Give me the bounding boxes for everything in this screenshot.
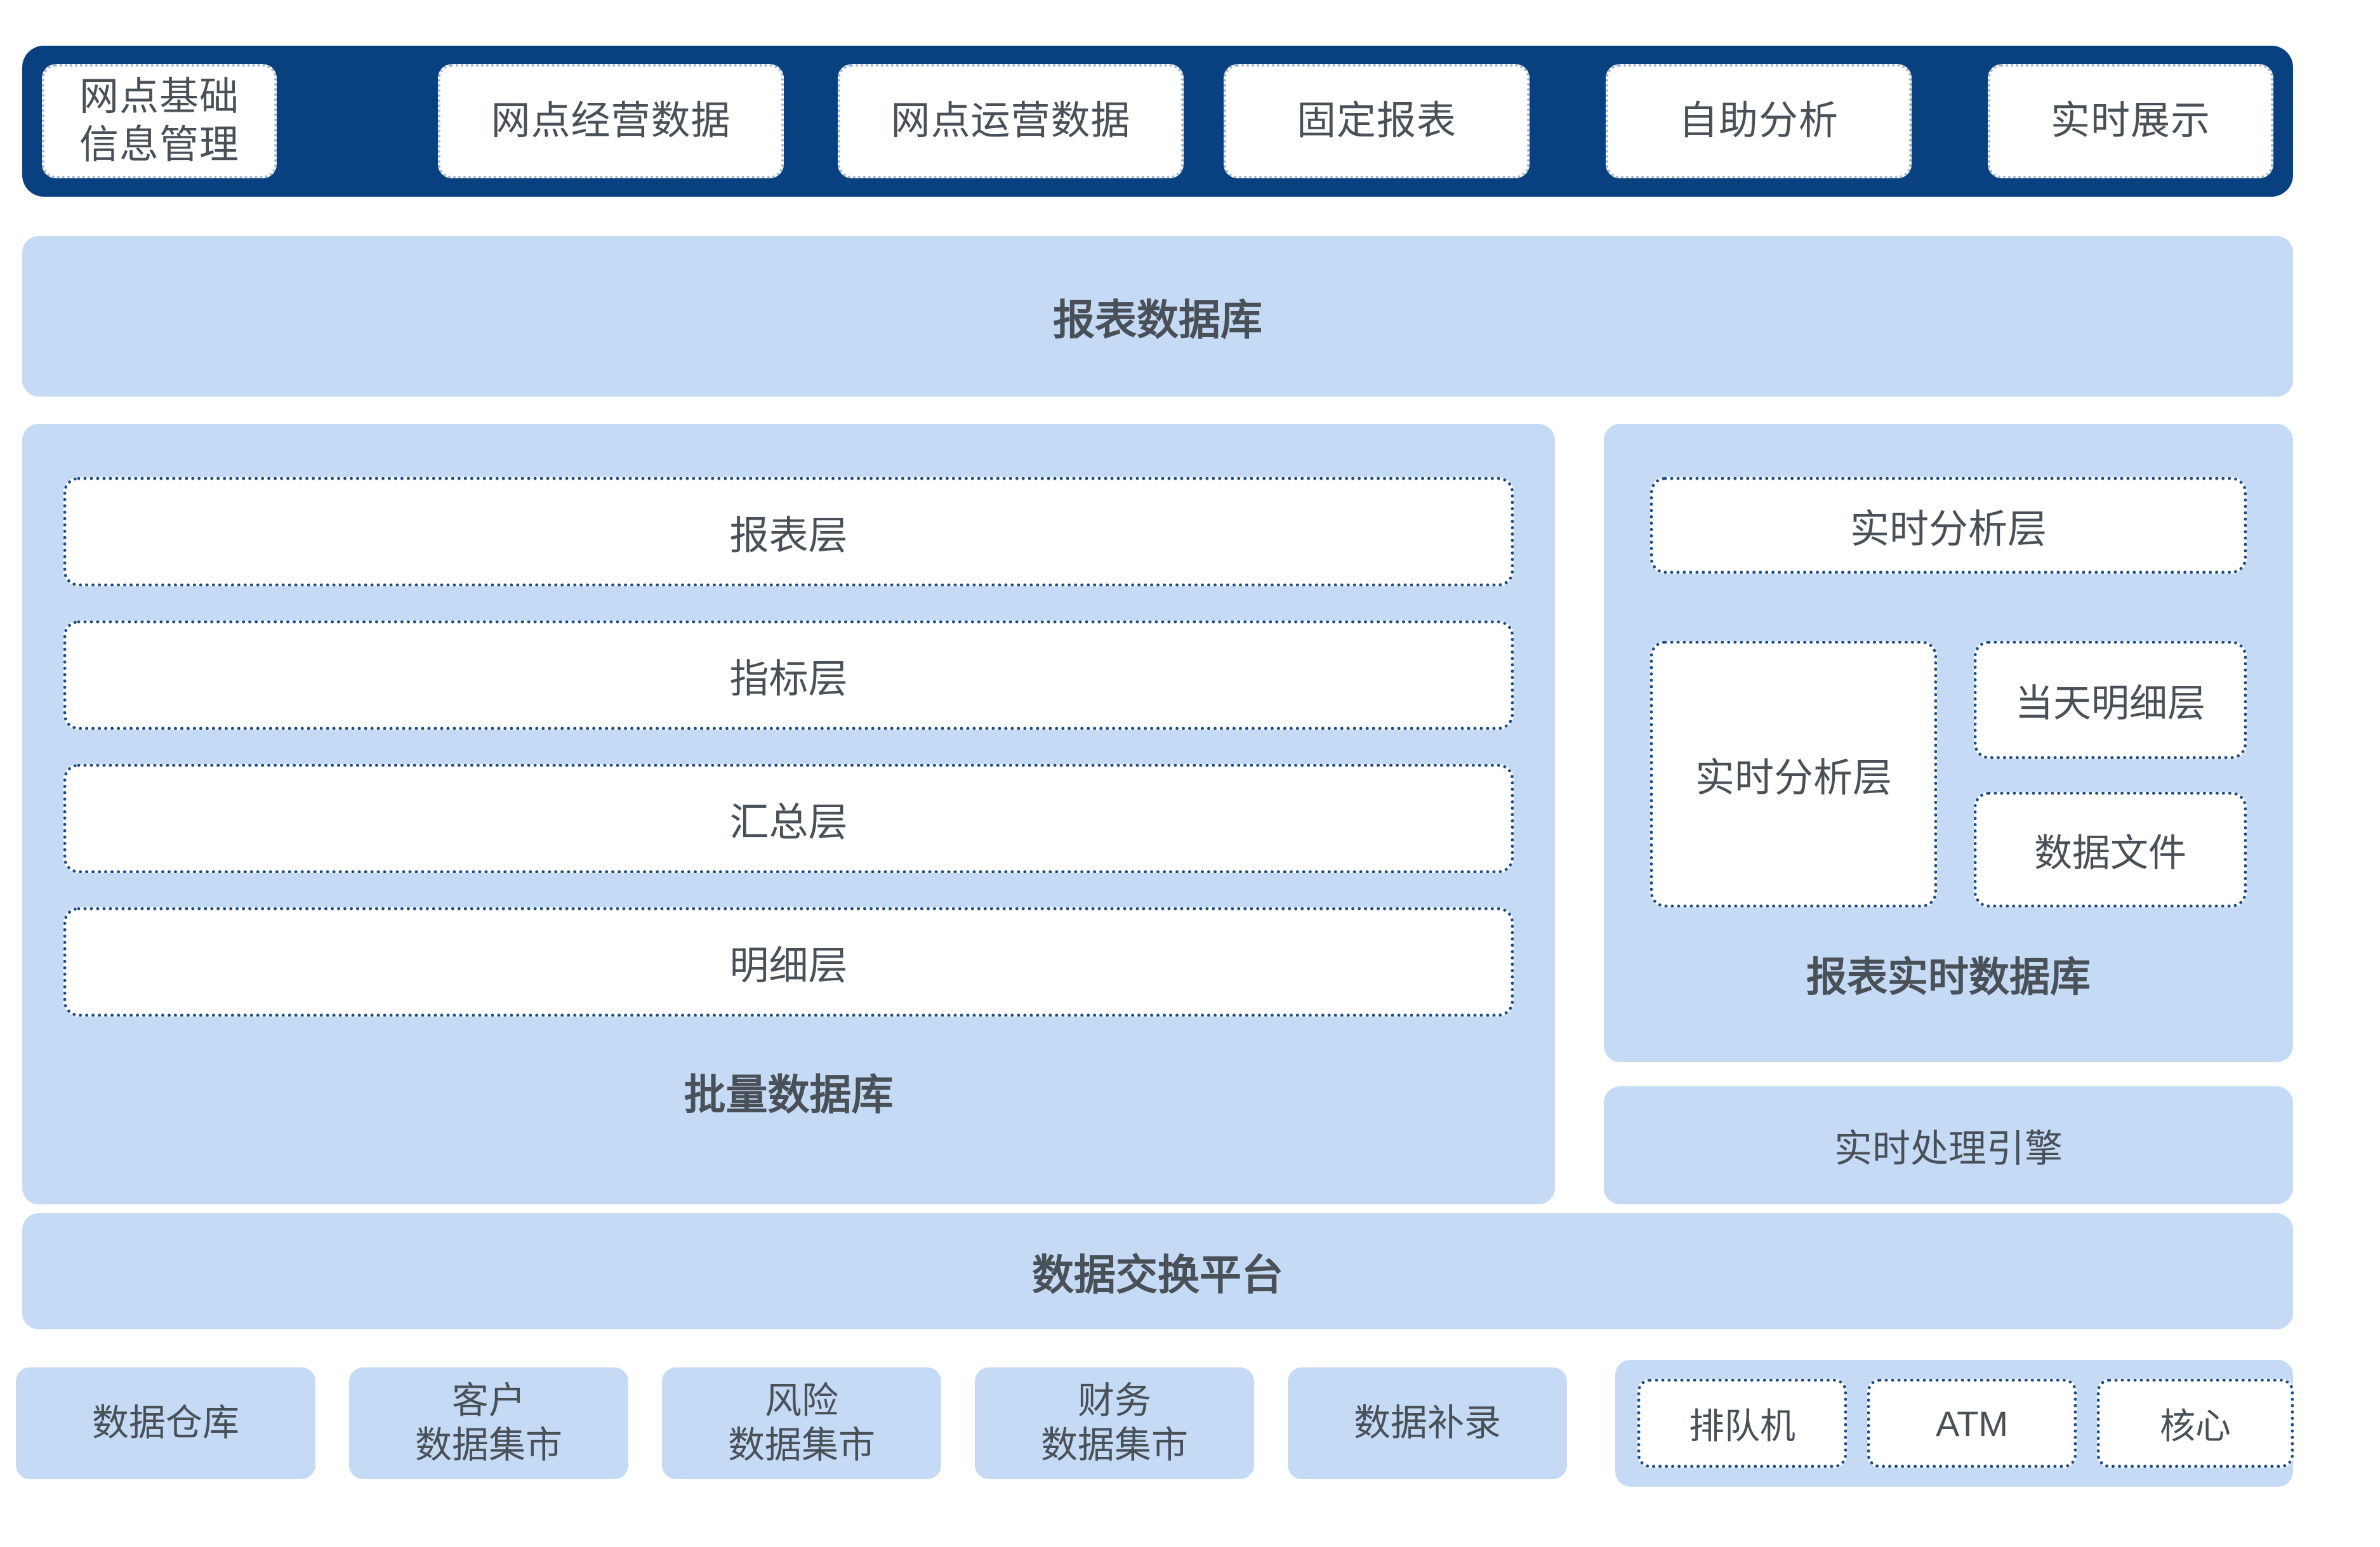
source-box-label-line2: 数据集市 — [1040, 1425, 1188, 1466]
source-box-label-line1: 客户 — [451, 1380, 526, 1422]
batch-layer-label: 报表层 — [729, 514, 848, 558]
realtime-data-file-label: 数据文件 — [2034, 831, 2186, 874]
realtime-database-title-text: 报表实时数据库 — [1806, 954, 2091, 1000]
source-box-data-supplement[interactable]: 数据补录 — [1288, 1367, 1567, 1479]
source-box-label-line1: 风险 — [764, 1380, 838, 1422]
source-box-label-line1: 财务 — [1077, 1380, 1151, 1422]
nav-item-label: 自助分析 — [1678, 99, 1839, 143]
nav-item-branch-operation-data[interactable]: 网点运营数据 — [838, 64, 1184, 178]
realtime-analysis-layer-left-label: 实时分析层 — [1695, 756, 1892, 800]
realtime-processing-engine-panel: 实时处理引擎 — [1604, 1086, 2293, 1204]
realtime-today-detail-layer-label: 当天明细层 — [2015, 681, 2205, 725]
source-box-finance-data-mart[interactable]: 财务 数据集市 — [975, 1367, 1254, 1479]
batch-layer-label: 明细层 — [729, 944, 848, 988]
batch-database-title-text: 批量数据库 — [684, 1071, 894, 1118]
batch-layer-summary[interactable]: 汇总层 — [63, 764, 1514, 873]
report-database-band: 报表数据库 — [22, 236, 2293, 397]
batch-layer-metric[interactable]: 指标层 — [63, 621, 1514, 730]
nav-item-self-service-analysis[interactable]: 自助分析 — [1606, 64, 1912, 178]
nav-item-realtime-display[interactable]: 实时展示 — [1988, 64, 2273, 178]
realtime-analysis-layer-top[interactable]: 实时分析层 — [1650, 477, 2247, 574]
batch-layer-label: 汇总层 — [729, 801, 848, 845]
channel-box-label: ATM — [1935, 1403, 2009, 1444]
channel-box-label: 核心 — [2160, 1405, 2231, 1446]
channel-box-atm[interactable]: ATM — [1867, 1379, 2077, 1468]
batch-layer-label: 指标层 — [729, 657, 848, 701]
realtime-analysis-layer-left[interactable]: 实时分析层 — [1650, 641, 1937, 907]
batch-layer-detail[interactable]: 明细层 — [63, 907, 1514, 1017]
source-box-label-line1: 数据补录 — [1353, 1402, 1501, 1444]
nav-item-fixed-report[interactable]: 固定报表 — [1224, 64, 1530, 178]
nav-item-label: 实时展示 — [2050, 99, 2211, 143]
report-database-title: 报表数据库 — [1053, 296, 1262, 343]
nav-item-branch-basic-info[interactable]: 网点基础 信息管理 — [42, 64, 277, 178]
source-box-data-warehouse[interactable]: 数据仓库 — [16, 1367, 315, 1479]
source-box-customer-data-mart[interactable]: 客户 数据集市 — [349, 1367, 628, 1479]
nav-item-label: 固定报表 — [1296, 99, 1457, 143]
batch-layer-report[interactable]: 报表层 — [63, 477, 1514, 586]
realtime-database-title: 报表实时数据库 — [1604, 939, 2293, 1009]
realtime-analysis-layer-top-label: 实时分析层 — [1849, 508, 2047, 551]
nav-item-label: 网点经营数据 — [491, 99, 731, 143]
nav-item-label: 网点运营数据 — [890, 99, 1131, 143]
source-box-label-line2: 数据集市 — [414, 1425, 562, 1466]
source-box-label-line1: 数据仓库 — [91, 1402, 239, 1444]
channel-box-queue-machine[interactable]: 排队机 — [1637, 1379, 1847, 1468]
realtime-today-detail-layer[interactable]: 当天明细层 — [1974, 641, 2247, 759]
nav-item-branch-business-data[interactable]: 网点经营数据 — [438, 64, 784, 178]
data-exchange-platform-band: 数据交换平台 — [22, 1213, 2293, 1329]
source-box-label-line2: 数据集市 — [727, 1425, 875, 1466]
nav-item-label-line2: 信息管理 — [79, 123, 239, 167]
channel-box-label: 排队机 — [1689, 1405, 1795, 1446]
channel-box-core[interactable]: 核心 — [2097, 1379, 2294, 1468]
data-exchange-platform-title: 数据交换平台 — [1032, 1251, 1283, 1298]
source-box-risk-data-mart[interactable]: 风险 数据集市 — [662, 1367, 941, 1479]
nav-item-label-line1: 网点基础 — [79, 75, 239, 119]
realtime-processing-engine-label: 实时处理引擎 — [1834, 1127, 2063, 1170]
realtime-data-file[interactable]: 数据文件 — [1974, 792, 2247, 907]
batch-database-title: 批量数据库 — [22, 1053, 1555, 1129]
